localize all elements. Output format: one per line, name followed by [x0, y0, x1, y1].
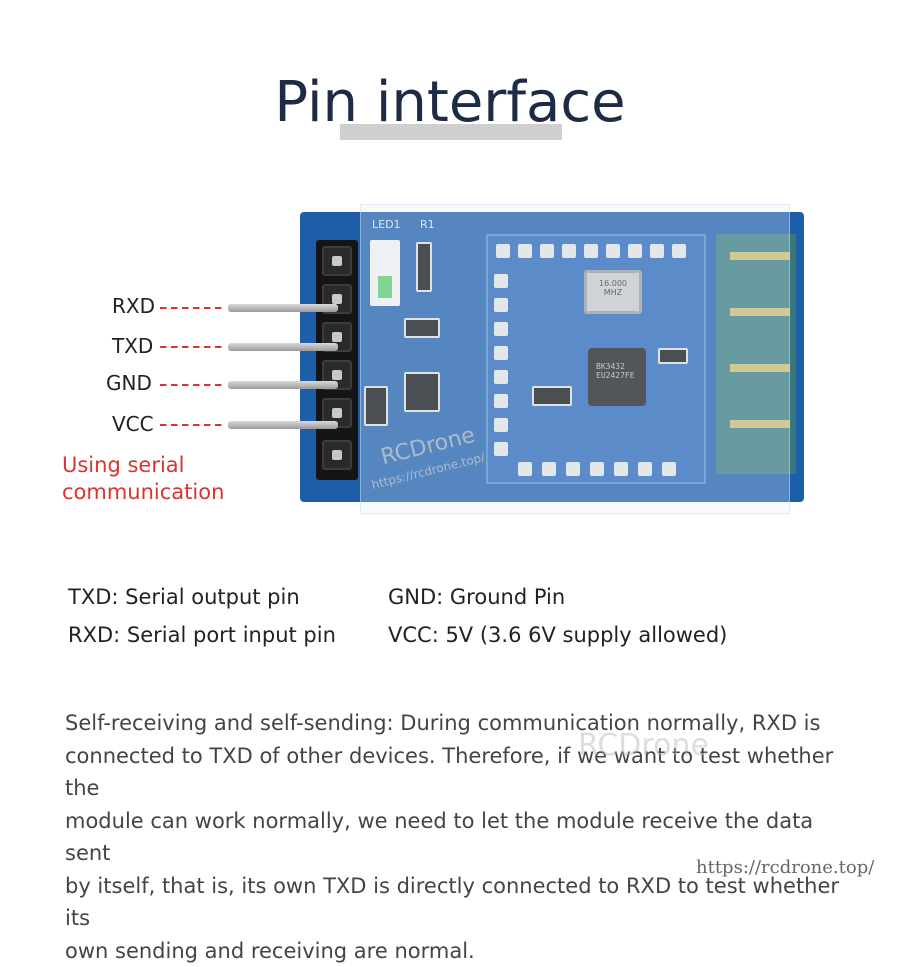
rxd-dashed-line: [160, 307, 224, 309]
desc-rxd: RXD: Serial port input pin: [68, 623, 336, 647]
site-url: https://rcdrone.top/: [696, 857, 874, 878]
header-pin: [322, 440, 352, 470]
title-wrap: Pin interface: [0, 70, 900, 135]
paragraph-line: own sending and receiving are normal.: [65, 935, 865, 967]
txd-dashed-line: [160, 346, 224, 348]
vcc-dashed-line: [160, 424, 224, 426]
pin-label-txd: TXD: [112, 334, 153, 358]
note-line-2: communication: [62, 479, 224, 506]
pin-label-gnd: GND: [106, 371, 152, 395]
header-pin: [322, 246, 352, 276]
gnd-pin: [228, 381, 338, 389]
vcc-pin: [228, 421, 338, 429]
desc-gnd: GND: Ground Pin: [388, 585, 565, 609]
serial-communication-note: Using serial communication: [62, 452, 224, 506]
pin-label-vcc: VCC: [112, 412, 154, 436]
note-line-1: Using serial: [62, 452, 224, 479]
paragraph-line: by itself, that is, its own TXD is direc…: [65, 870, 865, 935]
paragraph-line: connected to TXD of other devices. There…: [65, 740, 865, 805]
page-title: Pin interface: [274, 70, 625, 135]
text-watermark: RCDrone: [578, 728, 709, 763]
pin-header: [316, 240, 358, 480]
paragraph-line: Self-receiving and self-sending: During …: [65, 707, 865, 740]
gnd-dashed-line: [160, 384, 224, 386]
desc-txd: TXD: Serial output pin: [68, 585, 300, 609]
rxd-pin: [228, 304, 338, 312]
desc-vcc: VCC: 5V (3.6 6V supply allowed): [388, 623, 727, 647]
explanation-paragraph: Self-receiving and self-sending: During …: [65, 707, 865, 967]
pin-label-rxd: RXD: [112, 294, 155, 318]
txd-pin: [228, 343, 338, 351]
